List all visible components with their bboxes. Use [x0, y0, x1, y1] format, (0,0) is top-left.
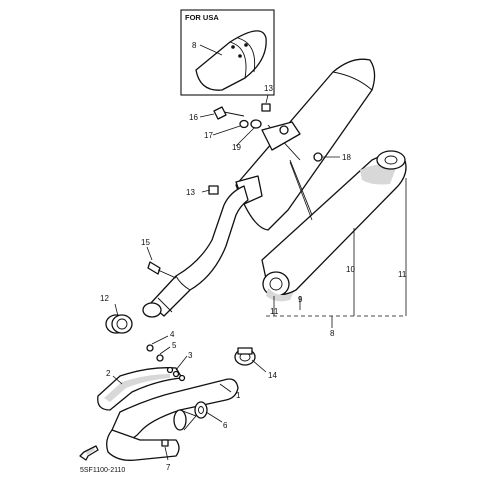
- callout-3: 3: [188, 351, 193, 360]
- callout-12: 12: [100, 294, 109, 303]
- callout-13-mid: 13: [186, 188, 195, 197]
- callout-13-top: 13: [264, 84, 273, 93]
- callout-17: 17: [204, 131, 213, 140]
- muffler-assembly: [235, 58, 407, 302]
- callout-8-inset: 8: [192, 41, 197, 50]
- nut-13-mid: [208, 185, 219, 195]
- exhaust-pipe-1: [106, 378, 239, 461]
- usa-inset: FOR USA 8: [180, 9, 275, 96]
- callout-7: 7: [166, 463, 171, 472]
- callout-6: 6: [223, 421, 228, 430]
- clamp-14: [234, 347, 256, 366]
- inset-title: FOR USA: [185, 13, 219, 22]
- callout-8: 8: [330, 329, 335, 338]
- gasket-12: [105, 314, 133, 334]
- callout-2: 2: [106, 369, 111, 378]
- callout-5: 5: [172, 341, 177, 350]
- callout-11-left: 11: [270, 307, 279, 316]
- callout-10: 10: [346, 265, 355, 274]
- callout-15: 15: [141, 238, 150, 247]
- callout-9: 9: [298, 295, 303, 304]
- diagram-code: 5SF1100-2110: [80, 467, 125, 474]
- bolt-15: [147, 261, 177, 279]
- joint-pipe: [142, 185, 249, 318]
- protector-2: [97, 367, 183, 411]
- nut-7: [161, 439, 169, 447]
- gasket-6: [194, 401, 208, 419]
- callout-4: 4: [170, 330, 175, 339]
- callout-14: 14: [268, 371, 277, 380]
- callout-18: 18: [342, 153, 351, 162]
- callout-1: 1: [236, 391, 241, 400]
- nut-13-top: [261, 103, 271, 112]
- front-arrow: [79, 445, 99, 461]
- callout-16: 16: [189, 113, 198, 122]
- callouts: 1 2 3 4 5 6 7 8 9 10 11 11 12 13 13 14 1…: [100, 84, 407, 472]
- usa-spark-arrester: [195, 30, 267, 91]
- callout-11-right: 11: [398, 270, 407, 279]
- hardware-3-4-5: [146, 344, 186, 382]
- leader-lines: [112, 94, 407, 461]
- callout-19: 19: [232, 143, 241, 152]
